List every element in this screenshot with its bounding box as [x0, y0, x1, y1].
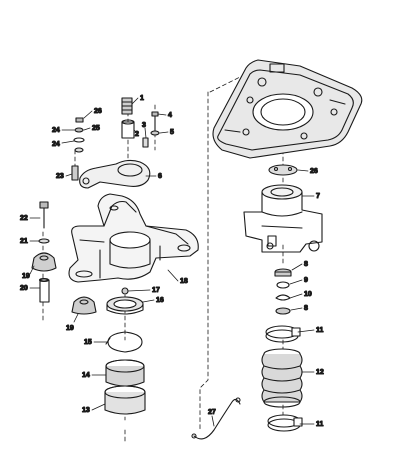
part-19-rubber-mount-lower: [71, 296, 97, 315]
part-21-washer: [38, 238, 50, 244]
label-part-1: 1: [140, 95, 144, 102]
part-5-washer: [150, 130, 160, 136]
label-part-3: 3: [142, 122, 146, 129]
label-part-25: 25: [92, 125, 100, 132]
label-part-26-right: 26: [310, 168, 318, 175]
label-part-8-lower: 8: [304, 305, 308, 312]
part-12-bellows: [261, 348, 303, 408]
label-part-8-upper: 8: [304, 261, 308, 268]
label-part-11-upper: 11: [316, 327, 324, 334]
label-part-27: 27: [208, 409, 216, 416]
parts-8-9-10-hardware: [274, 268, 292, 315]
part-3-pin: [142, 137, 149, 148]
part-19-rubber-mount-upper: [31, 252, 57, 272]
part-11-hose-clamp-lower: [267, 414, 303, 432]
label-part-5: 5: [170, 129, 174, 136]
label-part-26-left: 26: [94, 108, 102, 115]
label-part-11-lower: 11: [316, 421, 324, 428]
label-part-2: 2: [135, 131, 139, 138]
part-number-labels: 1 2 3 4 5 6 7 8 9 10 8 11 12 11 13 14 15…: [19, 94, 324, 428]
label-part-24-upper: 24: [52, 127, 60, 134]
label-part-16: 16: [156, 297, 164, 304]
parts-23-26-left-hardware: [71, 117, 85, 181]
label-part-9: 9: [304, 277, 308, 284]
label-part-17: 17: [152, 287, 160, 294]
part-7-upper-housing: [243, 184, 323, 253]
label-part-18: 18: [180, 278, 188, 285]
label-part-15: 15: [84, 339, 92, 346]
label-part-19-lower: 19: [66, 325, 74, 332]
label-part-6: 6: [158, 173, 162, 180]
leader-lines: [29, 97, 315, 427]
label-part-24-lower: 24: [52, 141, 60, 148]
label-part-23: 23: [56, 173, 64, 180]
part-13-outer-race: [104, 385, 146, 415]
label-part-7: 7: [316, 193, 320, 200]
label-part-12: 12: [316, 369, 324, 376]
label-part-21: 21: [20, 238, 28, 245]
label-part-14: 14: [82, 372, 90, 379]
part-2-bushing: [121, 119, 135, 139]
label-part-22: 22: [20, 215, 28, 222]
part-20-spacer: [38, 277, 50, 303]
part-27-wire: [191, 397, 241, 440]
label-part-4: 4: [168, 112, 172, 119]
part-22-bolt: [39, 201, 49, 229]
part-4-bolt: [151, 111, 159, 133]
part-14-bearing: [105, 359, 145, 387]
part-1-stud: [121, 97, 133, 115]
label-part-13: 13: [82, 407, 90, 414]
part-15-retaining-ring: [105, 331, 143, 353]
part-6-lever-arm: [79, 159, 151, 189]
label-part-20: 20: [20, 285, 28, 292]
part-18-main-bracket: [68, 193, 199, 283]
part-26-gasket-plate: [268, 164, 298, 176]
triangular-mounting-plate: [212, 59, 363, 159]
part-16-seal-ring: [106, 296, 144, 315]
label-part-10: 10: [304, 291, 312, 298]
label-part-19-upper: 19: [22, 273, 30, 280]
part-17-bolt: [121, 287, 129, 295]
